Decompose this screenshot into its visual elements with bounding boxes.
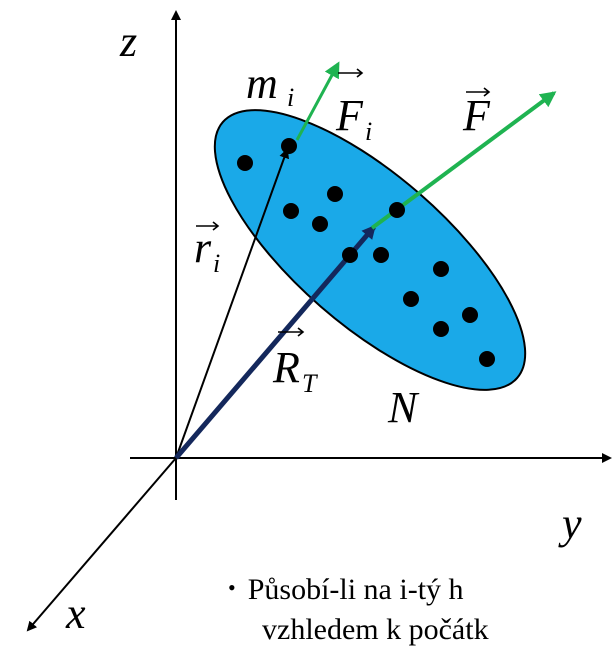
center-vector-label-sub: T: [302, 369, 318, 398]
center-vector-label: R: [272, 343, 300, 392]
mass-point: [462, 307, 478, 323]
force-total-label: F: [462, 91, 491, 140]
count-label: N: [387, 383, 420, 432]
mass-point: [283, 203, 299, 219]
bullet-line2: vzhledem k počátk: [262, 613, 489, 646]
mass-point: [433, 321, 449, 337]
position-label-sub: i: [213, 249, 220, 278]
mass-label-sub: i: [287, 83, 294, 112]
bullet-line1: Působí-li na i-tý h: [247, 573, 464, 606]
mass-point: [281, 138, 297, 154]
overarrow-rt: [278, 327, 305, 337]
mass-label: m: [246, 59, 278, 108]
mass-points: [237, 138, 495, 367]
mass-point: [237, 155, 253, 171]
mass-point: [479, 351, 495, 367]
bullet-dot-icon: •: [228, 575, 236, 600]
mass-point: [312, 216, 328, 232]
bullet-text-line2: vzhledem k počátk: [262, 612, 489, 648]
mass-point: [327, 186, 343, 202]
overarrow-ri: [196, 221, 220, 231]
y-axis-label: y: [558, 499, 582, 548]
overarrow-f: [466, 87, 491, 97]
mass-point: [403, 291, 419, 307]
overarrow-fi: [338, 68, 364, 78]
z-axis-label: z: [119, 17, 137, 66]
force-i-label: F: [335, 91, 364, 140]
mass-point: [373, 247, 389, 263]
mass-point: [342, 247, 358, 263]
position-label: r: [194, 223, 212, 272]
force-i-label-sub: i: [365, 117, 372, 146]
center-vector-rt: [174, 224, 376, 460]
force-vector-fi: [295, 61, 340, 141]
position-vector-ri: [175, 148, 289, 459]
mass-point: [433, 261, 449, 277]
x-axis-label: x: [65, 589, 86, 638]
bullet-text-line1: • Působí-li na i-tý h: [228, 570, 612, 608]
mass-point: [389, 202, 405, 218]
x-axis: [26, 457, 177, 632]
